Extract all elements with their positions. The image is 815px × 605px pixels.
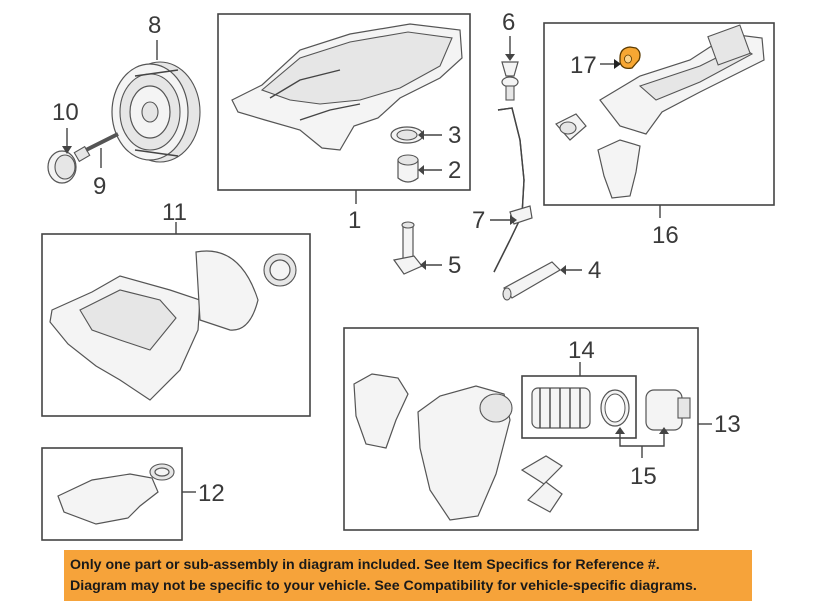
group-box-exhaust-manifold: [543, 22, 775, 206]
callout-4: 4: [588, 257, 601, 284]
group-box-pipe: [41, 447, 183, 541]
highlighted-part-17: [619, 46, 641, 70]
oil-pipe: [57, 463, 175, 525]
filter-cap: [645, 389, 691, 431]
dipstick-tube: [493, 107, 533, 273]
leader-10-arrow: [62, 146, 72, 154]
oil-pan: [231, 23, 463, 151]
callout-8: 8: [148, 12, 161, 39]
leader-15-arrow-right: [659, 427, 669, 434]
callout-12: 12: [198, 480, 225, 507]
callout-5: 5: [448, 252, 461, 279]
tube-part-4: [502, 261, 561, 301]
leader-3-arrow: [418, 130, 424, 140]
callout-15: 15: [630, 463, 657, 490]
callout-16: 16: [652, 222, 679, 249]
leader-7-arrow: [510, 215, 517, 225]
oil-level-sensor: [392, 221, 423, 275]
oil-filter-housing: [353, 373, 563, 521]
callout-7: 7: [472, 207, 485, 234]
notice-line-2: Diagram may not be specific to your vehi…: [70, 578, 697, 594]
leader-2-arrow: [418, 165, 424, 175]
callout-17: 17: [570, 52, 597, 79]
callout-2: 2: [448, 157, 461, 184]
callout-3: 3: [448, 122, 461, 149]
callout-13: 13: [714, 411, 741, 438]
callout-6: 6: [502, 9, 515, 36]
exhaust-manifold: [555, 24, 765, 199]
leader-6-arrow: [505, 54, 515, 61]
crankshaft-pulley: [111, 61, 201, 163]
plug-part-2: [397, 154, 419, 183]
callout-10: 10: [52, 99, 79, 126]
leader-15-arrow-left: [615, 427, 625, 434]
callout-11: 11: [162, 199, 187, 226]
box-part-14: [521, 375, 637, 439]
notice-line-1: Only one part or sub-assembly in diagram…: [70, 557, 660, 573]
leader-17-arrow: [614, 59, 621, 69]
oil-filter-element: [531, 387, 591, 429]
group-box-oil-pan: [217, 13, 471, 191]
ring-part-3: [390, 126, 424, 144]
callout-14: 14: [568, 337, 595, 364]
leader-5-arrow: [420, 260, 426, 270]
cap-part: [47, 150, 77, 184]
leader-4-arrow: [560, 265, 566, 275]
callout-1: 1: [348, 207, 361, 234]
callout-9: 9: [93, 173, 106, 200]
notice-banner: Only one part or sub-assembly in diagram…: [64, 550, 752, 601]
grommet-part-6: [501, 61, 519, 101]
bolt-part: [73, 132, 119, 163]
oil-pump-assembly: [49, 250, 297, 401]
group-box-filter-housing: [343, 327, 699, 531]
oring-inner: [604, 393, 626, 423]
